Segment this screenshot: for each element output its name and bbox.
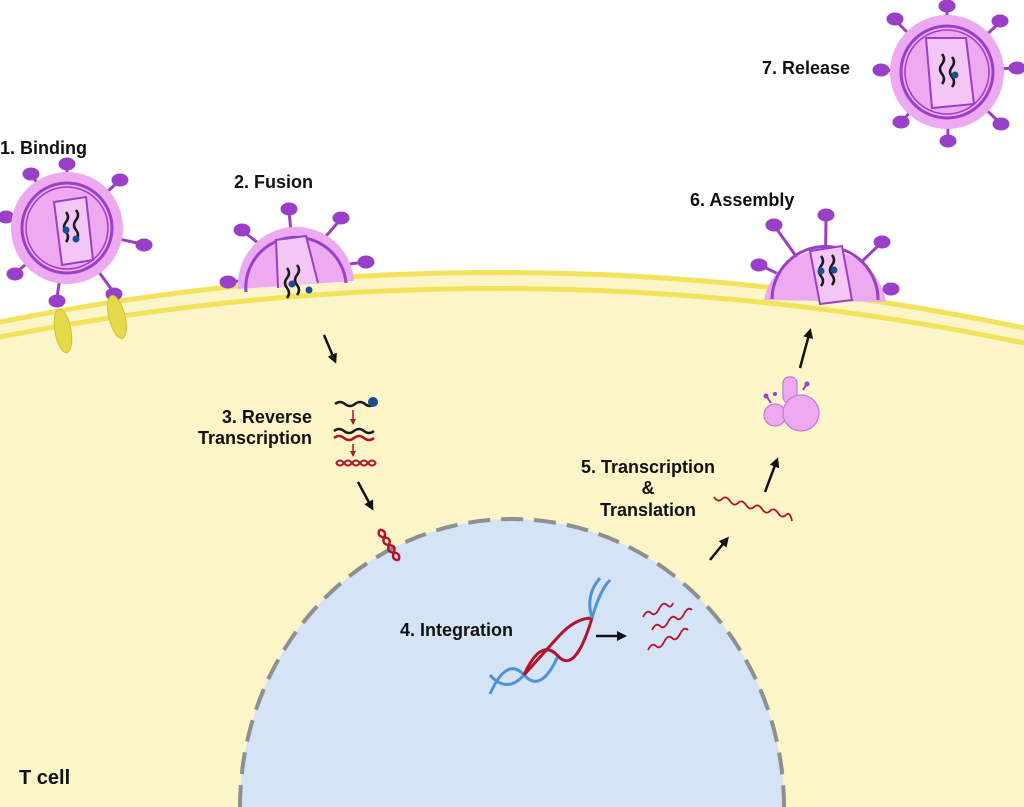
label-release: 7. Release (762, 58, 850, 78)
virus-binding (0, 157, 153, 308)
arrow-fusion-to-rt (322, 334, 337, 364)
virus-fusion (219, 202, 375, 299)
label-integration: 4. Integration (400, 620, 513, 640)
integrated-dna-helix (488, 577, 612, 695)
reverse-transcription-icon (333, 397, 378, 467)
cd4-receptors (53, 295, 127, 354)
viral-proteins (763, 376, 820, 432)
virus-release (872, 0, 1024, 148)
label-transcription-line1: 5. Transcription (581, 457, 715, 477)
label-assembly: 6. Assembly (690, 190, 794, 210)
label-reverse-transcription-line1: 3. Reverse (222, 407, 312, 427)
process-arrows (322, 328, 814, 641)
virus-assembly (750, 208, 900, 306)
label-transcription-line3: Translation (600, 500, 696, 520)
viral-dna-entering-nucleus (377, 528, 401, 562)
nucleus (238, 517, 786, 807)
label-binding: 1. Binding (0, 138, 87, 158)
arrow-mrna-to-proteins (763, 457, 780, 493)
viral-capsid (52, 195, 95, 267)
arrow-proteins-to-assembly (798, 328, 814, 369)
label-reverse-transcription-line2: Transcription (198, 428, 312, 448)
arrow-rt-to-nucleus (356, 481, 374, 511)
label-fusion: 2. Fusion (234, 172, 313, 192)
arrow-mrna-to-cytoplasm (709, 536, 729, 561)
viral-rna (62, 211, 70, 243)
label-t-cell: T cell (19, 767, 70, 789)
mrna-transcripts (642, 602, 693, 651)
label-transcription-line2: & (642, 478, 655, 498)
cytoplasmic-mrna (713, 496, 793, 522)
